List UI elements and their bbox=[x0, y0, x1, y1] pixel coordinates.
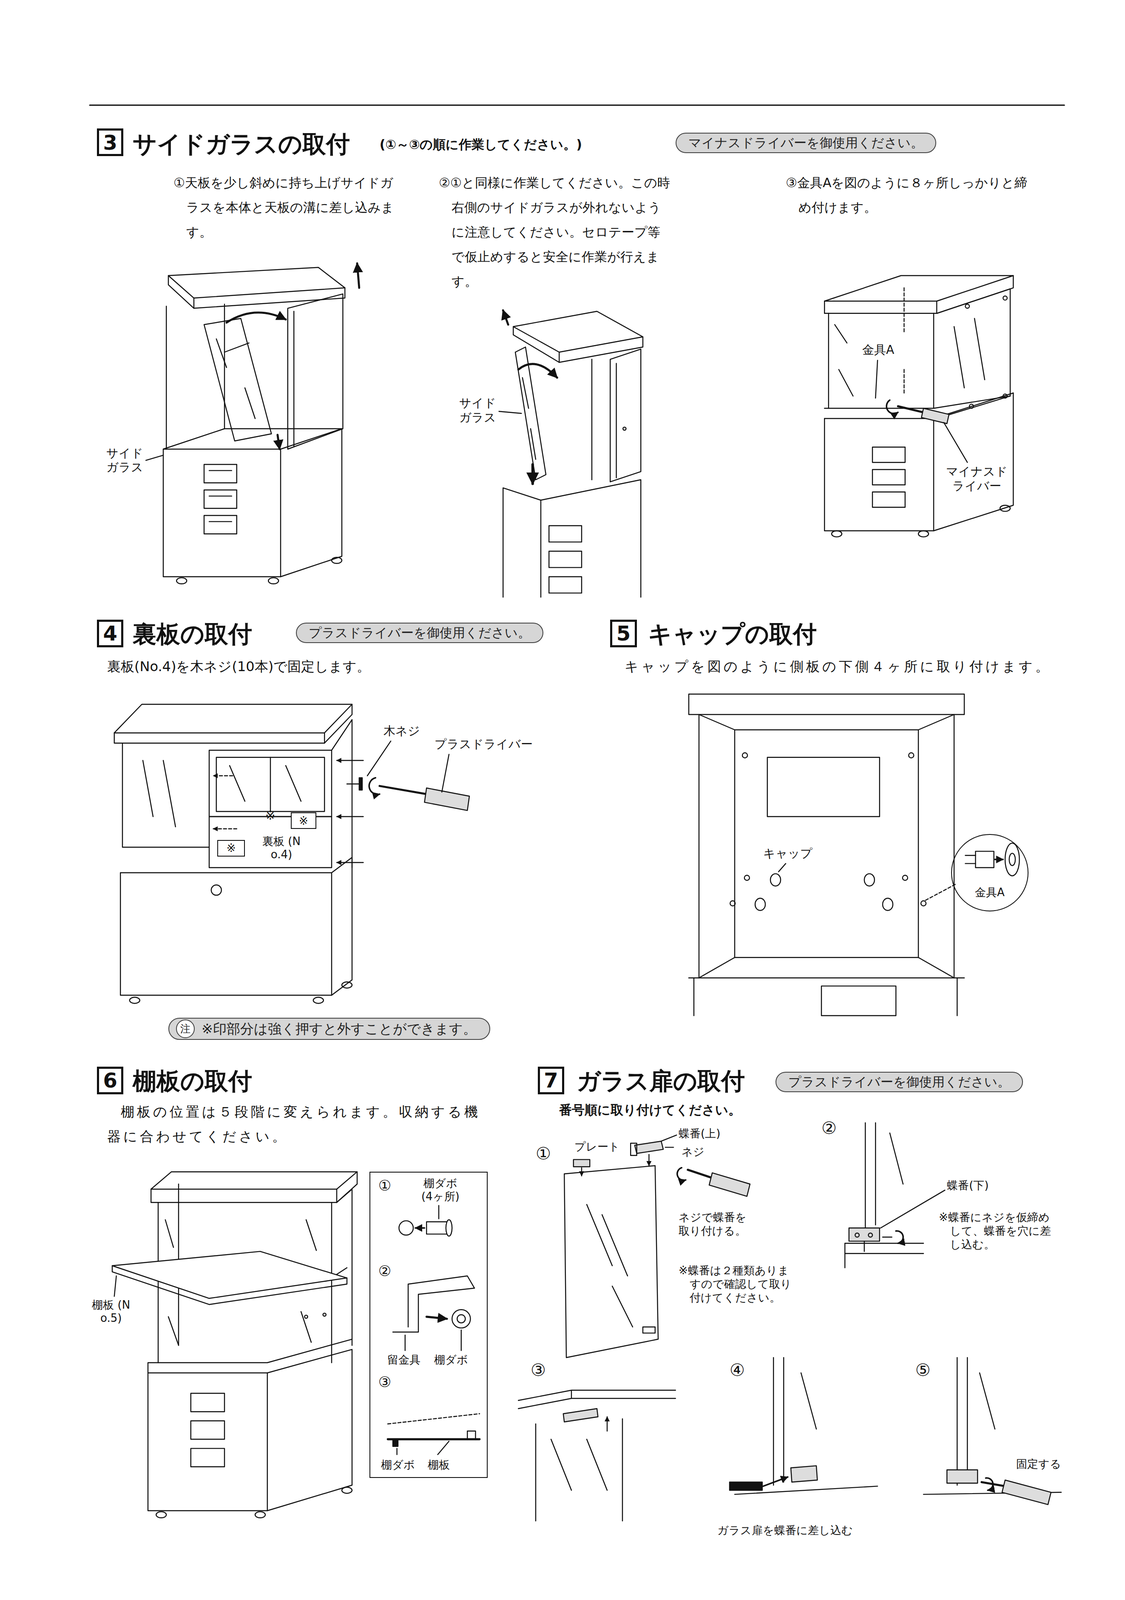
instruction-text: 裏板(No.4)を木ネジ(10本)で固定します。 bbox=[107, 658, 371, 675]
node-text: 金具A bbox=[951, 884, 1028, 900]
note-text: ガラス扉を蝶番に差し込む bbox=[717, 1523, 853, 1537]
step-number: ④ bbox=[729, 1359, 745, 1380]
cabinet-front-figure bbox=[688, 693, 1020, 1016]
node-text: 4 bbox=[102, 621, 117, 645]
part-label: 裏板 (No.4) bbox=[260, 834, 303, 861]
detail-circle: 金具A bbox=[951, 833, 1029, 912]
glass-door-figure bbox=[518, 1122, 1062, 1521]
tool-badge: プラスドライバーを御使用ください。 bbox=[775, 1071, 1023, 1092]
section-title: キャップの取付 bbox=[647, 619, 817, 648]
step-number: ③ bbox=[530, 1359, 546, 1380]
step-order-note: (①～③の順に作業してください。) bbox=[379, 136, 583, 153]
inset-label: 棚板 bbox=[427, 1457, 450, 1472]
instruction-text: ③金具Aを図のように８ヶ所しっかりと締め付けます。 bbox=[785, 170, 1029, 220]
part-label: 棚板 (No.5) bbox=[89, 1298, 133, 1325]
section-number: 3 bbox=[96, 128, 124, 157]
note-badge: 注 bbox=[176, 1019, 195, 1038]
inset-label: ③ bbox=[378, 1372, 392, 1391]
cabinet-figure bbox=[499, 310, 643, 597]
detail-inset: ①棚ダボ (4ヶ所)②留金具棚ダボ③棚ダボ棚板 bbox=[369, 1171, 488, 1478]
inset-label: ② bbox=[378, 1261, 392, 1280]
part-label: 固定する bbox=[1016, 1457, 1062, 1471]
mark-symbol: ※ bbox=[265, 808, 276, 823]
note-text: ネジで蝶番を取り付ける。 bbox=[678, 1210, 749, 1238]
instruction-text: 棚板の位置は５段階に変えられます。収納する機器に合わせてください。 bbox=[107, 1099, 490, 1149]
part-label: 蝶番(下) bbox=[946, 1178, 989, 1192]
step-number: ② bbox=[821, 1117, 837, 1138]
part-label: プレート bbox=[574, 1139, 620, 1154]
step-number: ⑤ bbox=[915, 1359, 931, 1380]
part-label: 木ネジ bbox=[383, 723, 421, 739]
section-title: サイドガラスの取付 bbox=[132, 129, 350, 159]
node-text: 6 bbox=[102, 1068, 117, 1092]
node-text: プラスドライバーを御使用ください。 bbox=[788, 1073, 1011, 1090]
part-label: マイナスドライバー bbox=[946, 464, 1008, 493]
node-text: 3 bbox=[102, 130, 117, 155]
cabinet-figure bbox=[824, 275, 1014, 537]
node-text: ※ bbox=[298, 814, 309, 827]
removable-mark: ※ bbox=[290, 812, 317, 829]
cabinet-back-figure bbox=[114, 704, 470, 1003]
node-text: 7 bbox=[543, 1068, 558, 1092]
instruction-text: キャップを図のように側板の下側４ヶ所に取り付けます。 bbox=[624, 658, 1052, 675]
tool-badge: マイナスドライバーを御使用ください。 bbox=[675, 132, 937, 154]
part-label: サイドガラス bbox=[459, 395, 497, 425]
note-text: ※蝶番にネジを仮締めして、蝶番を穴に差し込む。 bbox=[938, 1210, 1052, 1251]
note-text: ※蝶番は２種類ありますので確認して取り付けてください。 bbox=[678, 1263, 792, 1304]
section-number: 4 bbox=[96, 619, 124, 648]
node-text: マイナスドライバーを御使用ください。 bbox=[688, 135, 924, 151]
node-text: ※ bbox=[226, 841, 236, 855]
node-text: 5 bbox=[616, 621, 631, 645]
part-label: サイドガラス bbox=[106, 446, 144, 475]
part-label: キャップ bbox=[763, 846, 813, 861]
instruction-text: ①天板を少し斜めに持ち上げサイドガラスを本体と天板の溝に差し込みます。 bbox=[173, 170, 399, 245]
node-text: ※印部分は強く押すと外すことができます。 bbox=[201, 1020, 477, 1037]
step-number: ① bbox=[535, 1142, 552, 1164]
section-title: ガラス扉の取付 bbox=[576, 1066, 745, 1095]
cabinet-shelf-figure bbox=[112, 1171, 358, 1518]
inset-label: 棚ダボ (4ヶ所) bbox=[419, 1176, 462, 1203]
section-title: 裏板の取付 bbox=[132, 619, 253, 648]
inset-label: ① bbox=[378, 1176, 392, 1194]
section-number: 5 bbox=[610, 619, 637, 648]
top-rule bbox=[89, 104, 1065, 106]
part-label: 金具A bbox=[862, 342, 895, 358]
inset-label: 棚ダボ bbox=[434, 1352, 469, 1367]
node-text: プラスドライバーを御使用ください。 bbox=[308, 625, 531, 641]
removable-mark: ※ bbox=[217, 839, 245, 856]
tool-badge: プラスドライバーを御使用ください。 bbox=[295, 622, 544, 643]
part-label: プラスドライバー bbox=[434, 736, 533, 752]
note-pill: ※印部分は強く押すと外すことができます。注 bbox=[168, 1017, 491, 1040]
node-text: 注 bbox=[180, 1022, 191, 1035]
section-number: 6 bbox=[96, 1066, 124, 1094]
instruction-text: 番号順に取り付けてください。 bbox=[559, 1102, 742, 1118]
section-title: 棚板の取付 bbox=[132, 1066, 253, 1095]
part-label: ネジ bbox=[681, 1144, 705, 1159]
inset-label: 留金具 bbox=[387, 1352, 421, 1367]
cabinet-figure bbox=[145, 263, 360, 584]
shelf-peg-detail bbox=[387, 1204, 480, 1455]
section-number: 7 bbox=[537, 1066, 565, 1094]
inset-label: 棚ダボ bbox=[380, 1457, 415, 1472]
instruction-text: ②①と同様に作業してください。この時右側のサイドガラスが外れないように注意してく… bbox=[438, 170, 673, 294]
part-label: 蝶番(上) bbox=[678, 1126, 721, 1140]
